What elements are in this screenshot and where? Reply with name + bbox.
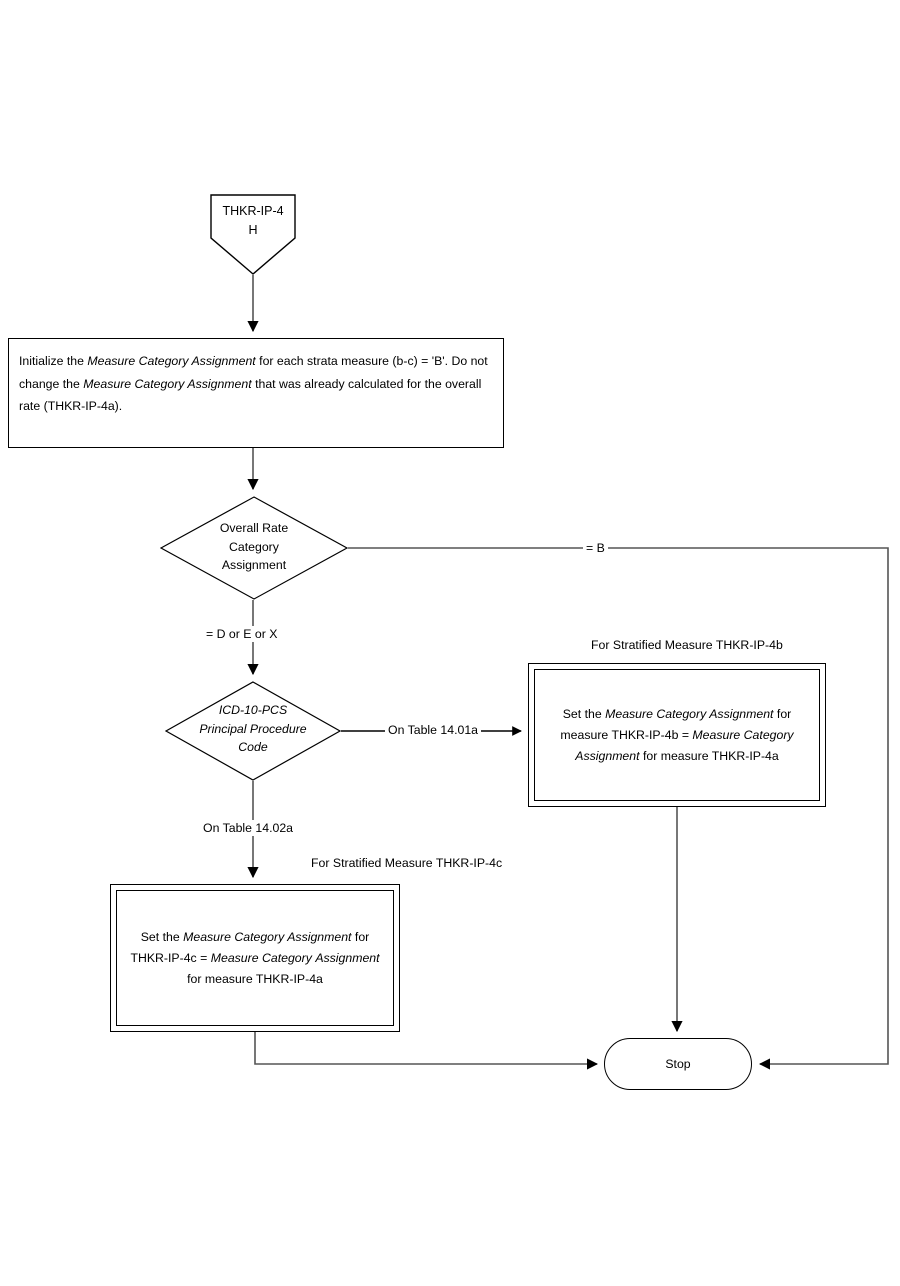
process-initialize-measure-category[interactable]: Initialize the Measure Category Assignme… — [8, 338, 504, 448]
run-4: for measure THKR-IP-4a — [639, 748, 779, 763]
run-0: Set the — [140, 929, 184, 944]
run-6: for measure THKR-IP-4a — [187, 971, 323, 986]
run-3: Measure Category Assignment — [83, 376, 252, 391]
run-4: that was already calculated for the over… — [19, 376, 482, 414]
pentagon-shape-icon — [210, 194, 296, 275]
run-2: for measure THKR-IP-4b = — [560, 706, 792, 742]
predefined-process-set-4c-text: Set the Measure Category Assignment for … — [117, 927, 393, 990]
diamond-shape-icon — [160, 496, 348, 600]
decision-overall-rate-label: Overall Rate Category Assignment — [219, 521, 289, 572]
edge-label-equals-d-e-x: = D or E or X — [203, 626, 281, 642]
predefined-process-inner-border: Set the Measure Category Assignment for … — [534, 669, 820, 801]
run-2: for THKR-IP-4c = — [130, 929, 370, 965]
decision-icd-label: ICD-10-PCS Principal Procedure Code — [199, 703, 307, 754]
run-3: Measure Category — [210, 950, 312, 965]
decision-overall-rate-category-assignment[interactable]: Overall Rate Category Assignment — [160, 496, 348, 600]
run-2: for each strata measure (b-c) = 'B'. Do … — [19, 354, 488, 391]
edge-set4c-to-stop — [254, 1032, 599, 1070]
terminator-stop[interactable]: Stop — [604, 1038, 752, 1090]
start-node-thkr-ip-4h[interactable]: THKR-IP-4 H — [210, 194, 296, 275]
edge-label-equals-b: = B — [583, 540, 608, 556]
run-3: Measure Category Assignment — [575, 727, 794, 763]
edge-label-on-table-14-02a: On Table 14.02a — [200, 820, 297, 836]
run-1: Measure Category Assignment — [183, 929, 352, 944]
predefined-process-set-4c[interactable]: Set the Measure Category Assignment for … — [110, 884, 400, 1032]
predefined-process-inner-border: Set the Measure Category Assignment for … — [116, 890, 394, 1026]
run-1: Measure Category Assignment — [87, 354, 256, 368]
diamond-shape-icon — [165, 681, 341, 781]
run-0: Set the — [562, 706, 606, 721]
run-1: Measure Category Assignment — [605, 706, 774, 721]
run-0: Initialize the — [19, 354, 88, 368]
predefined-process-set-4b-text: Set the Measure Category Assignment for … — [535, 704, 819, 767]
run-5: Assignment — [315, 950, 380, 965]
edge-label-on-table-14-01a: On Table 14.01a — [385, 722, 482, 738]
process-initialize-text: Initialize the Measure Category Assignme… — [19, 350, 497, 418]
predefined-process-set-4b[interactable]: Set the Measure Category Assignment for … — [528, 663, 826, 807]
caption-stratified-measure-4c: For Stratified Measure THKR-IP-4c — [311, 856, 503, 870]
decision-icd-10-pcs-principal-procedure-code[interactable]: ICD-10-PCS Principal Procedure Code — [165, 681, 341, 781]
start-node-label: THKR-IP-4 H — [222, 204, 284, 237]
terminator-stop-label: Stop — [665, 1057, 691, 1071]
caption-stratified-measure-4b: For Stratified Measure THKR-IP-4b — [591, 638, 783, 652]
